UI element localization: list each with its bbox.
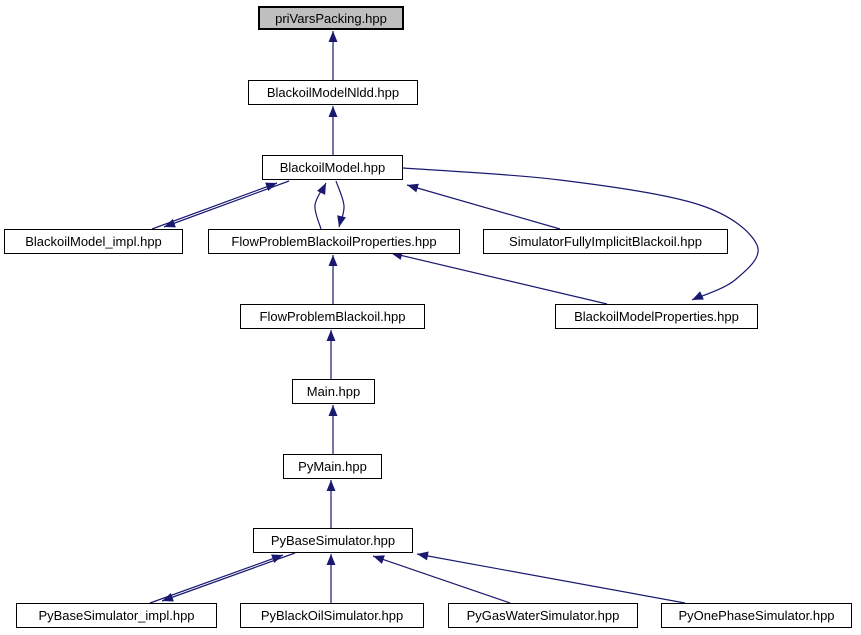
node-PyBaseSimulator_impl[interactable]: PyBaseSimulator_impl.hpp bbox=[16, 603, 217, 628]
node-FlowProblemBlackoilProperties[interactable]: FlowProblemBlackoilProperties.hpp bbox=[208, 229, 460, 254]
edge-PyGasWaterSimulator-to-PyBaseSimulator bbox=[372, 555, 511, 604]
edge-BlackoilModel-to-BlackoilModel_impl bbox=[163, 180, 290, 228]
node-PyMain[interactable]: PyMain.hpp bbox=[283, 454, 382, 479]
edge-PyBlackOilSimulator-to-PyBaseSimulator bbox=[326, 554, 336, 603]
arrowhead-icon bbox=[317, 183, 326, 195]
arrowhead-icon bbox=[407, 183, 419, 193]
node-priVarsPacking: priVarsPacking.hpp bbox=[258, 6, 404, 30]
arrowhead-icon bbox=[162, 593, 174, 602]
edge-FlowProblemBlackoilProperties-to-BlackoilModel bbox=[314, 182, 327, 230]
node-PyBlackOilSimulator[interactable]: PyBlackOilSimulator.hpp bbox=[240, 603, 424, 628]
arrowhead-icon bbox=[326, 330, 336, 341]
edge-FlowProblemBlackoil-to-FlowProblemBlackoilProperties bbox=[328, 255, 338, 304]
arrowhead-icon bbox=[373, 555, 385, 564]
edge-BlackoilModel-to-BlackoilModelProperties bbox=[402, 167, 759, 301]
node-PyBaseSimulator[interactable]: PyBaseSimulator.hpp bbox=[253, 528, 413, 553]
arrowhead-icon bbox=[164, 218, 176, 228]
node-PyOnePhaseSimulator[interactable]: PyOnePhaseSimulator.hpp bbox=[661, 603, 852, 628]
edge-PyBaseSimulator-to-PyMain bbox=[326, 480, 336, 528]
node-BlackoilModel[interactable]: BlackoilModel.hpp bbox=[262, 155, 403, 180]
arrowhead-icon bbox=[417, 551, 429, 561]
node-FlowProblemBlackoil[interactable]: FlowProblemBlackoil.hpp bbox=[240, 304, 425, 329]
arrowhead-icon bbox=[337, 215, 346, 227]
edge-BlackoilModel-to-BlackoilModelNldd bbox=[328, 106, 338, 155]
node-PyGasWaterSimulator[interactable]: PyGasWaterSimulator.hpp bbox=[448, 603, 638, 628]
arrowhead-icon bbox=[328, 31, 338, 42]
edge-BlackoilModel-to-FlowProblemBlackoilProperties bbox=[335, 180, 346, 228]
node-BlackoilModelNldd[interactable]: BlackoilModelNldd.hpp bbox=[248, 80, 418, 105]
arrowhead-icon bbox=[692, 291, 704, 300]
node-SimulatorFullyImplicitBlackoil[interactable]: SimulatorFullyImplicitBlackoil.hpp bbox=[483, 229, 728, 254]
edge-SimulatorFullyImplicitBlackoil-to-BlackoilModel bbox=[406, 183, 561, 230]
arrowhead-icon bbox=[328, 405, 338, 416]
edge-BlackoilModelNldd-to-priVarsPacking bbox=[328, 31, 338, 80]
edge-Main-to-FlowProblemBlackoil bbox=[326, 330, 336, 379]
node-BlackoilModelProperties[interactable]: BlackoilModelProperties.hpp bbox=[555, 304, 758, 329]
edge-PyMain-to-Main bbox=[328, 405, 338, 454]
arrowhead-icon bbox=[326, 554, 336, 565]
arrowhead-icon bbox=[271, 554, 283, 563]
node-BlackoilModel_impl[interactable]: BlackoilModel_impl.hpp bbox=[4, 229, 183, 254]
edge-PyOnePhaseSimulator-to-PyBaseSimulator bbox=[416, 551, 686, 604]
node-Main[interactable]: Main.hpp bbox=[292, 379, 375, 404]
arrowhead-icon bbox=[328, 255, 338, 266]
arrowhead-icon bbox=[328, 106, 338, 117]
edge-PyBaseSimulator-to-PyBaseSimulator_impl bbox=[161, 552, 296, 602]
edge-BlackoilModelProperties-to-FlowProblemBlackoilProperties bbox=[390, 251, 608, 305]
arrowhead-icon bbox=[326, 480, 336, 491]
